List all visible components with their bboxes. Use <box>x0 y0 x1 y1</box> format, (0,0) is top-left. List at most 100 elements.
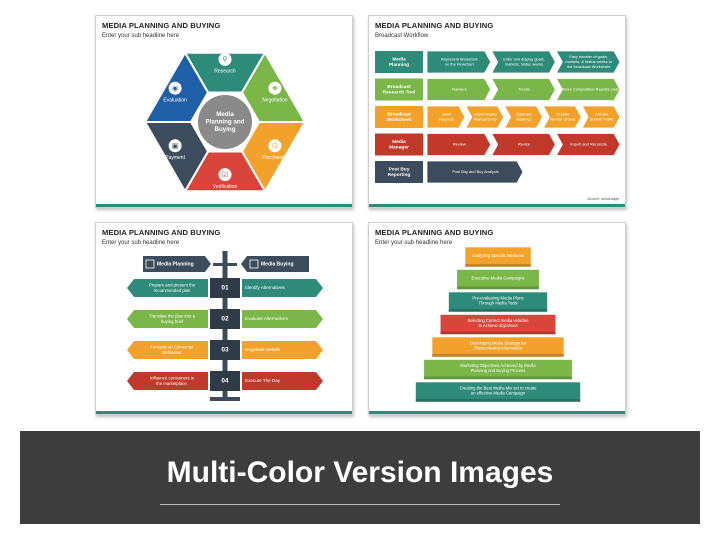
row-label-box <box>375 106 423 128</box>
label-text: Executive Media Campaigns <box>471 276 524 281</box>
pyramid-level-5: Developing Media Strategy forDisseminati… <box>431 336 565 358</box>
label-text: Manager <box>389 145 409 151</box>
pyramid-level-2: Executive Media Campaigns <box>456 269 540 290</box>
segment-label: Verification <box>213 184 238 190</box>
header-label: Media Planning <box>157 261 194 267</box>
slide-workflow[interactable]: MEDIA PLANNING AND BUYING Broadcast Work… <box>368 15 626 208</box>
slide-subtitle: Enter your sub headline here <box>102 33 180 39</box>
label-text: Planning <box>389 62 409 68</box>
buying-icon <box>249 259 259 269</box>
level-block <box>439 314 557 335</box>
segment-label: Purchasing <box>262 155 287 161</box>
chart-icon: ◉ <box>172 86 178 93</box>
level-block <box>464 246 532 268</box>
label-text: Creating the Best Media Mix set to creat… <box>460 386 537 391</box>
right-label: Execute The Day <box>245 378 281 383</box>
row-label-box <box>375 161 423 183</box>
label-text: Media <box>392 56 406 62</box>
level-shadow <box>423 376 573 380</box>
left-ribbon <box>127 279 208 297</box>
label-text: Research Tool <box>383 90 416 96</box>
label-text: on the Flowchart <box>445 61 475 66</box>
label-text: Hastings <box>516 116 531 121</box>
row-number: 04 <box>221 378 229 385</box>
segment-label: Payment <box>165 155 185 161</box>
slide-title: MEDIA PLANNING AND BUYING <box>375 228 494 237</box>
wallet-icon: ▣ <box>172 143 179 150</box>
step-chevron <box>465 105 505 129</box>
icon-badge <box>168 81 182 95</box>
slide-pyramid[interactable]: MEDIA PLANNING AND BUYING Enter your sub… <box>368 222 626 415</box>
level-shadow <box>432 354 564 357</box>
media-buying-header: Media Buying <box>241 256 309 272</box>
label-text: Analyzing Specific Mediums <box>472 253 524 258</box>
step-chevron <box>542 105 582 129</box>
banner-title: Multi-Color Version Images <box>166 456 554 489</box>
segment-label: Evaluation <box>163 98 187 104</box>
label-text: Enter and display goals, <box>503 57 545 62</box>
label-text: markets, hiatus weeks <box>505 61 544 66</box>
right-ribbon <box>242 341 323 359</box>
pyramid-level-1: Analyzing Specific Mediums <box>464 246 532 268</box>
label-text: Behaviour <box>162 350 182 355</box>
magnifier-icon: ⚲ <box>222 56 227 64</box>
icon-badge <box>168 139 182 153</box>
level-block <box>415 381 581 403</box>
banner-underline <box>160 504 560 505</box>
slide-title: MEDIA PLANNING AND BUYING <box>102 228 221 237</box>
slide-bottom-line <box>369 204 625 207</box>
slide-subtitle: Enter your sub headline here <box>375 240 453 246</box>
label-text: Prepare and present the <box>149 282 196 287</box>
row-label-box <box>375 78 423 101</box>
label-text: Pre-evaluating Media Plans <box>472 296 523 301</box>
label-text: Revise Orders <box>550 116 575 121</box>
icon-badge <box>218 168 232 182</box>
right-ribbon <box>242 310 323 328</box>
step-chevron <box>555 78 621 101</box>
slide-hexagon[interactable]: MEDIA PLANNING AND BUYING Enter your sub… <box>95 15 353 208</box>
label-text: Influence consumers in <box>150 375 195 380</box>
label-text: Post Buy and Buy Analysis <box>452 169 498 174</box>
label-text: Reporting <box>388 172 411 178</box>
right-label: Identify Alternatives <box>245 285 286 290</box>
slide-title: MEDIA PLANNING AND BUYING <box>375 21 494 30</box>
label-text: Buying <box>215 126 236 133</box>
label-text: to Achieve objectives <box>478 323 517 328</box>
number-box <box>210 371 240 391</box>
step-chevron <box>426 105 466 129</box>
row-label-box <box>375 133 423 156</box>
label-text: Review <box>453 142 466 147</box>
checklist-icon: ☑ <box>222 171 228 179</box>
label-text: recommended plan <box>154 288 191 293</box>
label-text: Trends <box>518 87 530 92</box>
header-shape <box>143 256 211 272</box>
step-chevron <box>490 78 556 101</box>
pole-crossbar <box>213 263 237 266</box>
label-text: the broadcast Worksheet <box>567 64 611 69</box>
step-chevron <box>503 105 543 129</box>
right-ribbon <box>242 279 323 297</box>
label-text: Marketing Objectives Achieved by Media <box>460 363 536 368</box>
number-box <box>210 278 240 298</box>
label-text: Through Media Tools <box>478 301 517 306</box>
pole-base <box>210 397 240 401</box>
level-shadow <box>440 331 556 335</box>
label-text: Request <box>439 116 454 121</box>
right-label: Evaluate Alternatives <box>245 316 289 321</box>
label-text: Selecting Correct media vehicles <box>468 318 529 323</box>
step-chevron <box>490 133 556 156</box>
label-text: Media <box>392 139 406 145</box>
row-number: 01 <box>221 285 229 292</box>
slide-comparison[interactable]: MEDIA PLANNING AND BUYING Enter your sub… <box>95 222 353 415</box>
label-text: Import Avails/ <box>474 112 498 117</box>
